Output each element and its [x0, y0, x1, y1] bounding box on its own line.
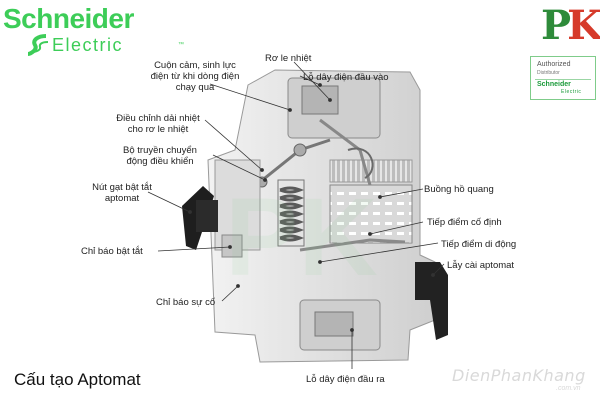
label-toggle-button: Nút gạt bật tắt aptomat — [92, 182, 152, 204]
label-fault-indicator: Chỉ báo sự cố — [156, 297, 216, 308]
badge-brand: Schneider — [537, 81, 571, 88]
site-watermark-sub: .com.vn — [556, 385, 581, 392]
partner-logo: PK — [541, 2, 600, 49]
label-input-terminal: Lỗ dây điện đầu vào — [303, 72, 389, 83]
coil-spring — [279, 186, 305, 242]
svg-text:PK: PK — [225, 176, 378, 299]
din-latch — [415, 262, 448, 340]
trademark-mark: ™ — [178, 42, 184, 48]
label-moving-contact: Tiếp điểm di động — [441, 239, 517, 250]
label-fixed-contact: Tiếp điểm cố định — [427, 217, 502, 228]
label-mount-latch: Lẫy cài aptomat — [447, 260, 515, 271]
page-caption: Cấu tạo Aptomat — [14, 370, 141, 389]
badge-line-1: Authorized — [537, 61, 571, 68]
label-thermal-adjust: Điều chỉnh dải nhiệt cho rơ le nhiệt — [116, 113, 200, 135]
label-coil: Cuộn cảm, sinh lực điện từ khi dòng điện… — [150, 60, 240, 93]
label-arc-chamber: Buồng hồ quang — [424, 184, 494, 195]
badge-divider — [535, 79, 591, 80]
badge-line-2: Distributor — [537, 70, 560, 76]
brand-logo-sub: Electric — [52, 35, 124, 55]
brand-logo-name: Schneider — [3, 3, 134, 34]
badge-brand-sub: Electric — [561, 89, 582, 95]
label-on-off-indicator: Chỉ báo bật tắt — [81, 246, 143, 257]
site-watermark: DienPhanKhang — [452, 366, 586, 385]
brand-logo-icon — [27, 34, 49, 56]
label-drive-mechanism: Bộ truyền chuyển động điều khiển — [123, 145, 197, 167]
label-thermal-relay: Rơ le nhiệt — [265, 53, 312, 64]
label-output-terminal: Lỗ dây điện đầu ra — [306, 374, 385, 385]
authorized-distributor-badge: Authorized Distributor Schneider Electri… — [530, 56, 596, 100]
